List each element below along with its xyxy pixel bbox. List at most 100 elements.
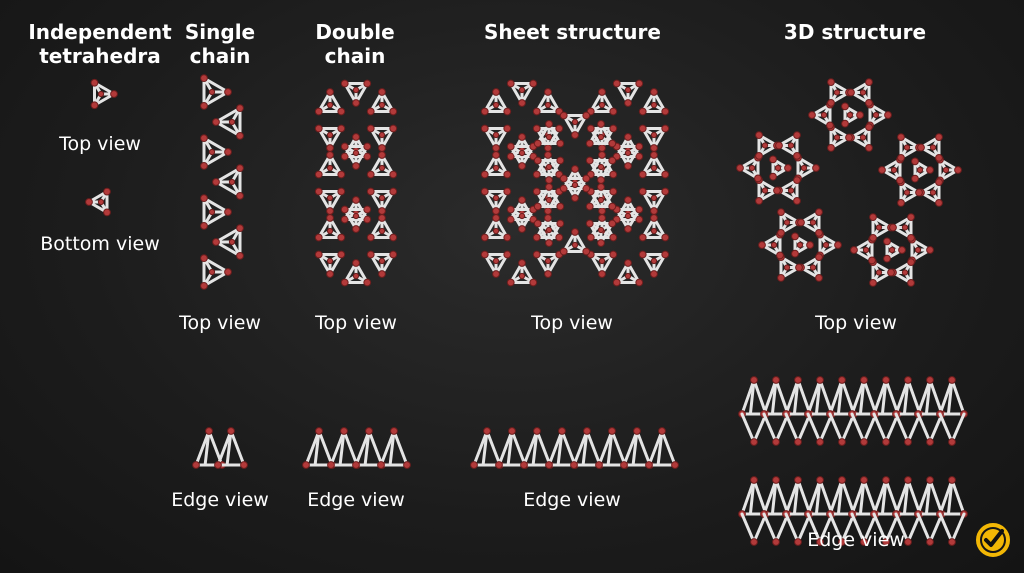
bond: [379, 429, 396, 467]
oxygen-atom: [585, 156, 594, 165]
bond: [906, 512, 922, 544]
bond: [762, 512, 778, 544]
oxygen-atom: [904, 476, 912, 484]
oxygen-atom: [559, 184, 568, 193]
oxygen-atom: [883, 237, 891, 246]
oxygen-atom: [208, 88, 216, 96]
bond: [928, 412, 944, 444]
bond: [836, 378, 844, 416]
oxygen-atom: [228, 118, 236, 126]
bond: [214, 106, 242, 124]
oxygen-atom: [532, 187, 541, 196]
oxygen-atom: [954, 166, 962, 174]
oxygen-atom: [793, 176, 801, 185]
oxygen-atom: [794, 538, 802, 546]
oxygen-atom: [783, 264, 791, 271]
bond: [828, 512, 844, 544]
oxygen-atom: [907, 279, 915, 287]
bond: [850, 412, 866, 444]
oxygen-atom: [882, 538, 890, 546]
oxygen-atom: [520, 461, 528, 469]
bond: [924, 478, 932, 516]
oxygen-atom: [869, 213, 877, 221]
bond: [894, 512, 910, 544]
bond: [906, 412, 922, 444]
oxygen-atom: [926, 476, 934, 484]
bond: [796, 512, 812, 544]
oxygen-atom: [882, 476, 890, 484]
bond: [770, 478, 778, 516]
oxygen-atom: [582, 247, 591, 256]
bond: [950, 512, 966, 544]
oxygen-atom: [518, 212, 526, 220]
oxygen-atom: [865, 123, 873, 132]
oxygen-atom: [661, 233, 670, 242]
oxygen-atom: [609, 107, 618, 116]
bond: [581, 429, 589, 467]
oxygen-atom: [809, 264, 817, 271]
oxygen-atom: [571, 241, 579, 249]
oxygen-atom: [212, 238, 220, 246]
oxygen-atom: [598, 257, 606, 265]
bond: [214, 240, 242, 258]
oxygen-atom: [860, 538, 868, 546]
oxygen-atom: [326, 144, 334, 152]
oxygen-atom: [545, 163, 553, 171]
oxygen-atom: [366, 233, 375, 242]
oxygen-atom: [841, 119, 849, 128]
bond: [840, 512, 856, 544]
oxygen-atom: [638, 233, 647, 242]
oxygen-atom: [403, 461, 411, 469]
oxygen-atom: [901, 224, 909, 231]
oxygen-atom: [518, 149, 526, 157]
oxygen-atom: [326, 194, 334, 202]
bond: [535, 429, 552, 467]
oxygen-atom: [571, 118, 579, 126]
oxygen-atom: [366, 187, 375, 196]
bond: [950, 378, 966, 416]
bond: [342, 429, 359, 467]
label-single-top-view: Top view: [179, 312, 261, 334]
bond: [388, 429, 396, 467]
oxygen-atom: [326, 131, 334, 139]
oxygen-atom: [862, 246, 870, 254]
bond: [203, 429, 211, 467]
oxygen-atom: [595, 461, 603, 469]
bond: [214, 226, 242, 244]
oxygen-atom: [598, 144, 606, 152]
oxygen-atom: [492, 194, 500, 202]
oxygen-atom: [586, 233, 595, 242]
oxygen-atom: [815, 253, 823, 262]
oxygen-atom: [815, 208, 823, 216]
oxygen-atom: [378, 270, 386, 278]
oxygen-atom: [904, 438, 912, 446]
oxygen-atom: [838, 376, 846, 384]
oxygen-atom: [327, 461, 335, 469]
oxygen-atom: [480, 250, 489, 259]
oxygen-atom: [926, 376, 934, 384]
oxygen-atom: [624, 162, 632, 170]
oxygen-atom: [212, 178, 220, 186]
oxygen-atom: [103, 208, 111, 217]
oxygen-atom: [228, 178, 236, 186]
oxygen-atom: [352, 272, 360, 280]
oxygen-atom: [545, 196, 553, 204]
oxygen-atom: [366, 124, 375, 133]
oxygen-atom: [793, 131, 801, 139]
oxygen-atom: [224, 88, 232, 96]
oxygen-atom: [935, 153, 943, 162]
oxygen-atom: [352, 461, 360, 469]
oxygen-atom: [480, 107, 489, 116]
bond: [740, 512, 756, 544]
bond: [214, 120, 242, 138]
oxygen-atom: [378, 194, 386, 202]
oxygen-atom: [948, 438, 956, 446]
oxygen-atom: [597, 196, 605, 204]
oxygen-atom: [315, 427, 323, 435]
oxygen-atom: [492, 151, 500, 159]
oxygen-atom: [192, 461, 200, 469]
oxygen-atom: [598, 214, 606, 222]
oxygen-atom: [326, 151, 334, 159]
oxygen-atom: [544, 151, 552, 159]
oxygen-atom: [926, 246, 934, 254]
